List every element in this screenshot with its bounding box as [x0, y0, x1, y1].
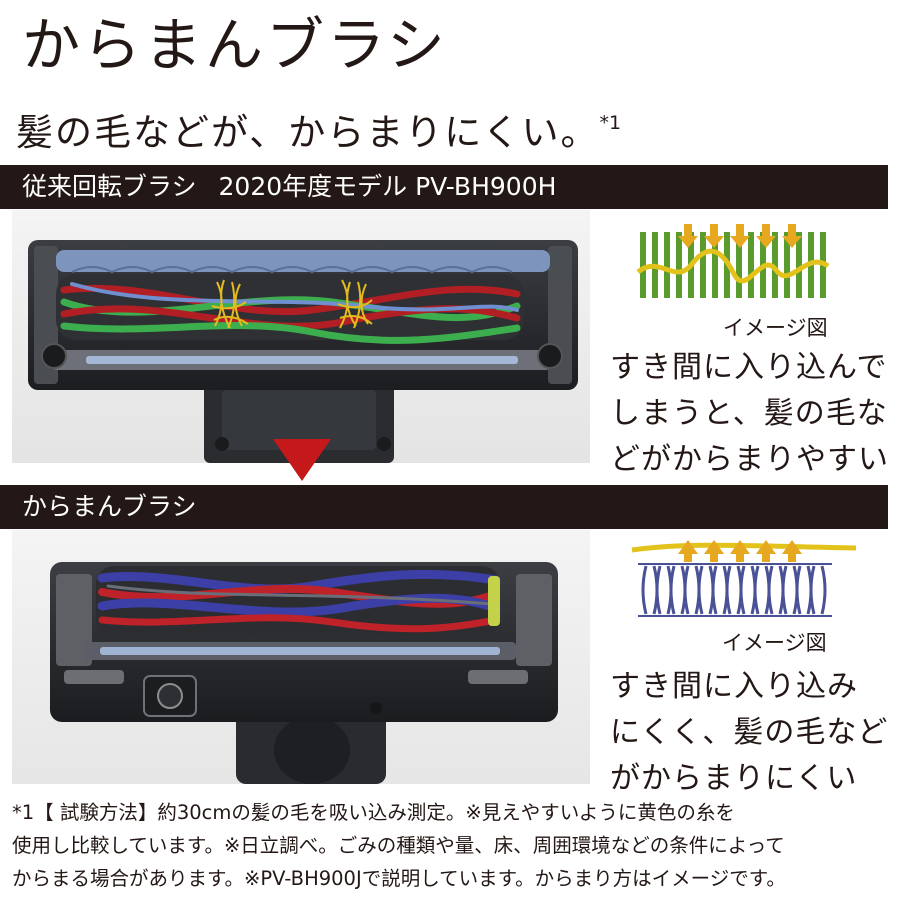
conventional-brush-photo [12, 210, 590, 463]
description-karaman: すき間に入り込み にくく、髪の毛など がからまりにくい [610, 664, 888, 802]
description-line: どがからまりやすい [610, 442, 889, 477]
subtitle: 髪の毛などが、からまりにくい。*1 [16, 92, 621, 164]
description-line: すき間に入り込み [610, 669, 858, 704]
footnote-line: 使用し比較しています。※日立調べ。ごみの種類や量、床、周囲環境などの条件によって [12, 834, 785, 857]
footnote: *1【 試験方法】約30cmの髪の毛を吸い込み測定。※見えやすいように黄色の糸を… [12, 796, 892, 895]
section-header-karaman: からまんブラシ [0, 485, 888, 529]
tangling-diagram-conventional [630, 220, 830, 306]
description-conventional: すき間に入り込んで しまうと、髪の毛な どがからまりやすい [610, 345, 889, 483]
section-label: 従来回転ブラシ [22, 172, 197, 201]
description-line: がからまりにくい [610, 761, 858, 796]
subtitle-footnote-mark: *1 [599, 112, 622, 134]
description-line: にくく、髪の毛など [610, 715, 889, 750]
section-label: からまんブラシ [22, 492, 197, 521]
diagram-caption: イメージ図 [723, 316, 828, 340]
section-header-conventional: 従来回転ブラシ 2020年度モデル PV-BH900H [0, 165, 888, 209]
down-arrow-icon [273, 439, 331, 481]
karaman-brush-photo [12, 530, 590, 784]
subtitle-text: 髪の毛などが、からまりにくい。 [16, 111, 600, 154]
footnote-line: からまる場合があります。※PV-BH900Jで説明しています。からまり方はイメー… [12, 867, 786, 890]
tangling-diagram-karaman [630, 530, 860, 624]
description-line: しまうと、髪の毛な [610, 396, 888, 431]
section-model: 2020年度モデル PV-BH900H [218, 172, 557, 201]
diagram-caption: イメージ図 [722, 631, 827, 655]
footnote-line: *1【 試験方法】約30cmの髪の毛を吸い込み測定。※見えやすいように黄色の糸を [12, 801, 735, 824]
description-line: すき間に入り込んで [610, 350, 888, 385]
page-title: からまんブラシ [22, 11, 448, 79]
